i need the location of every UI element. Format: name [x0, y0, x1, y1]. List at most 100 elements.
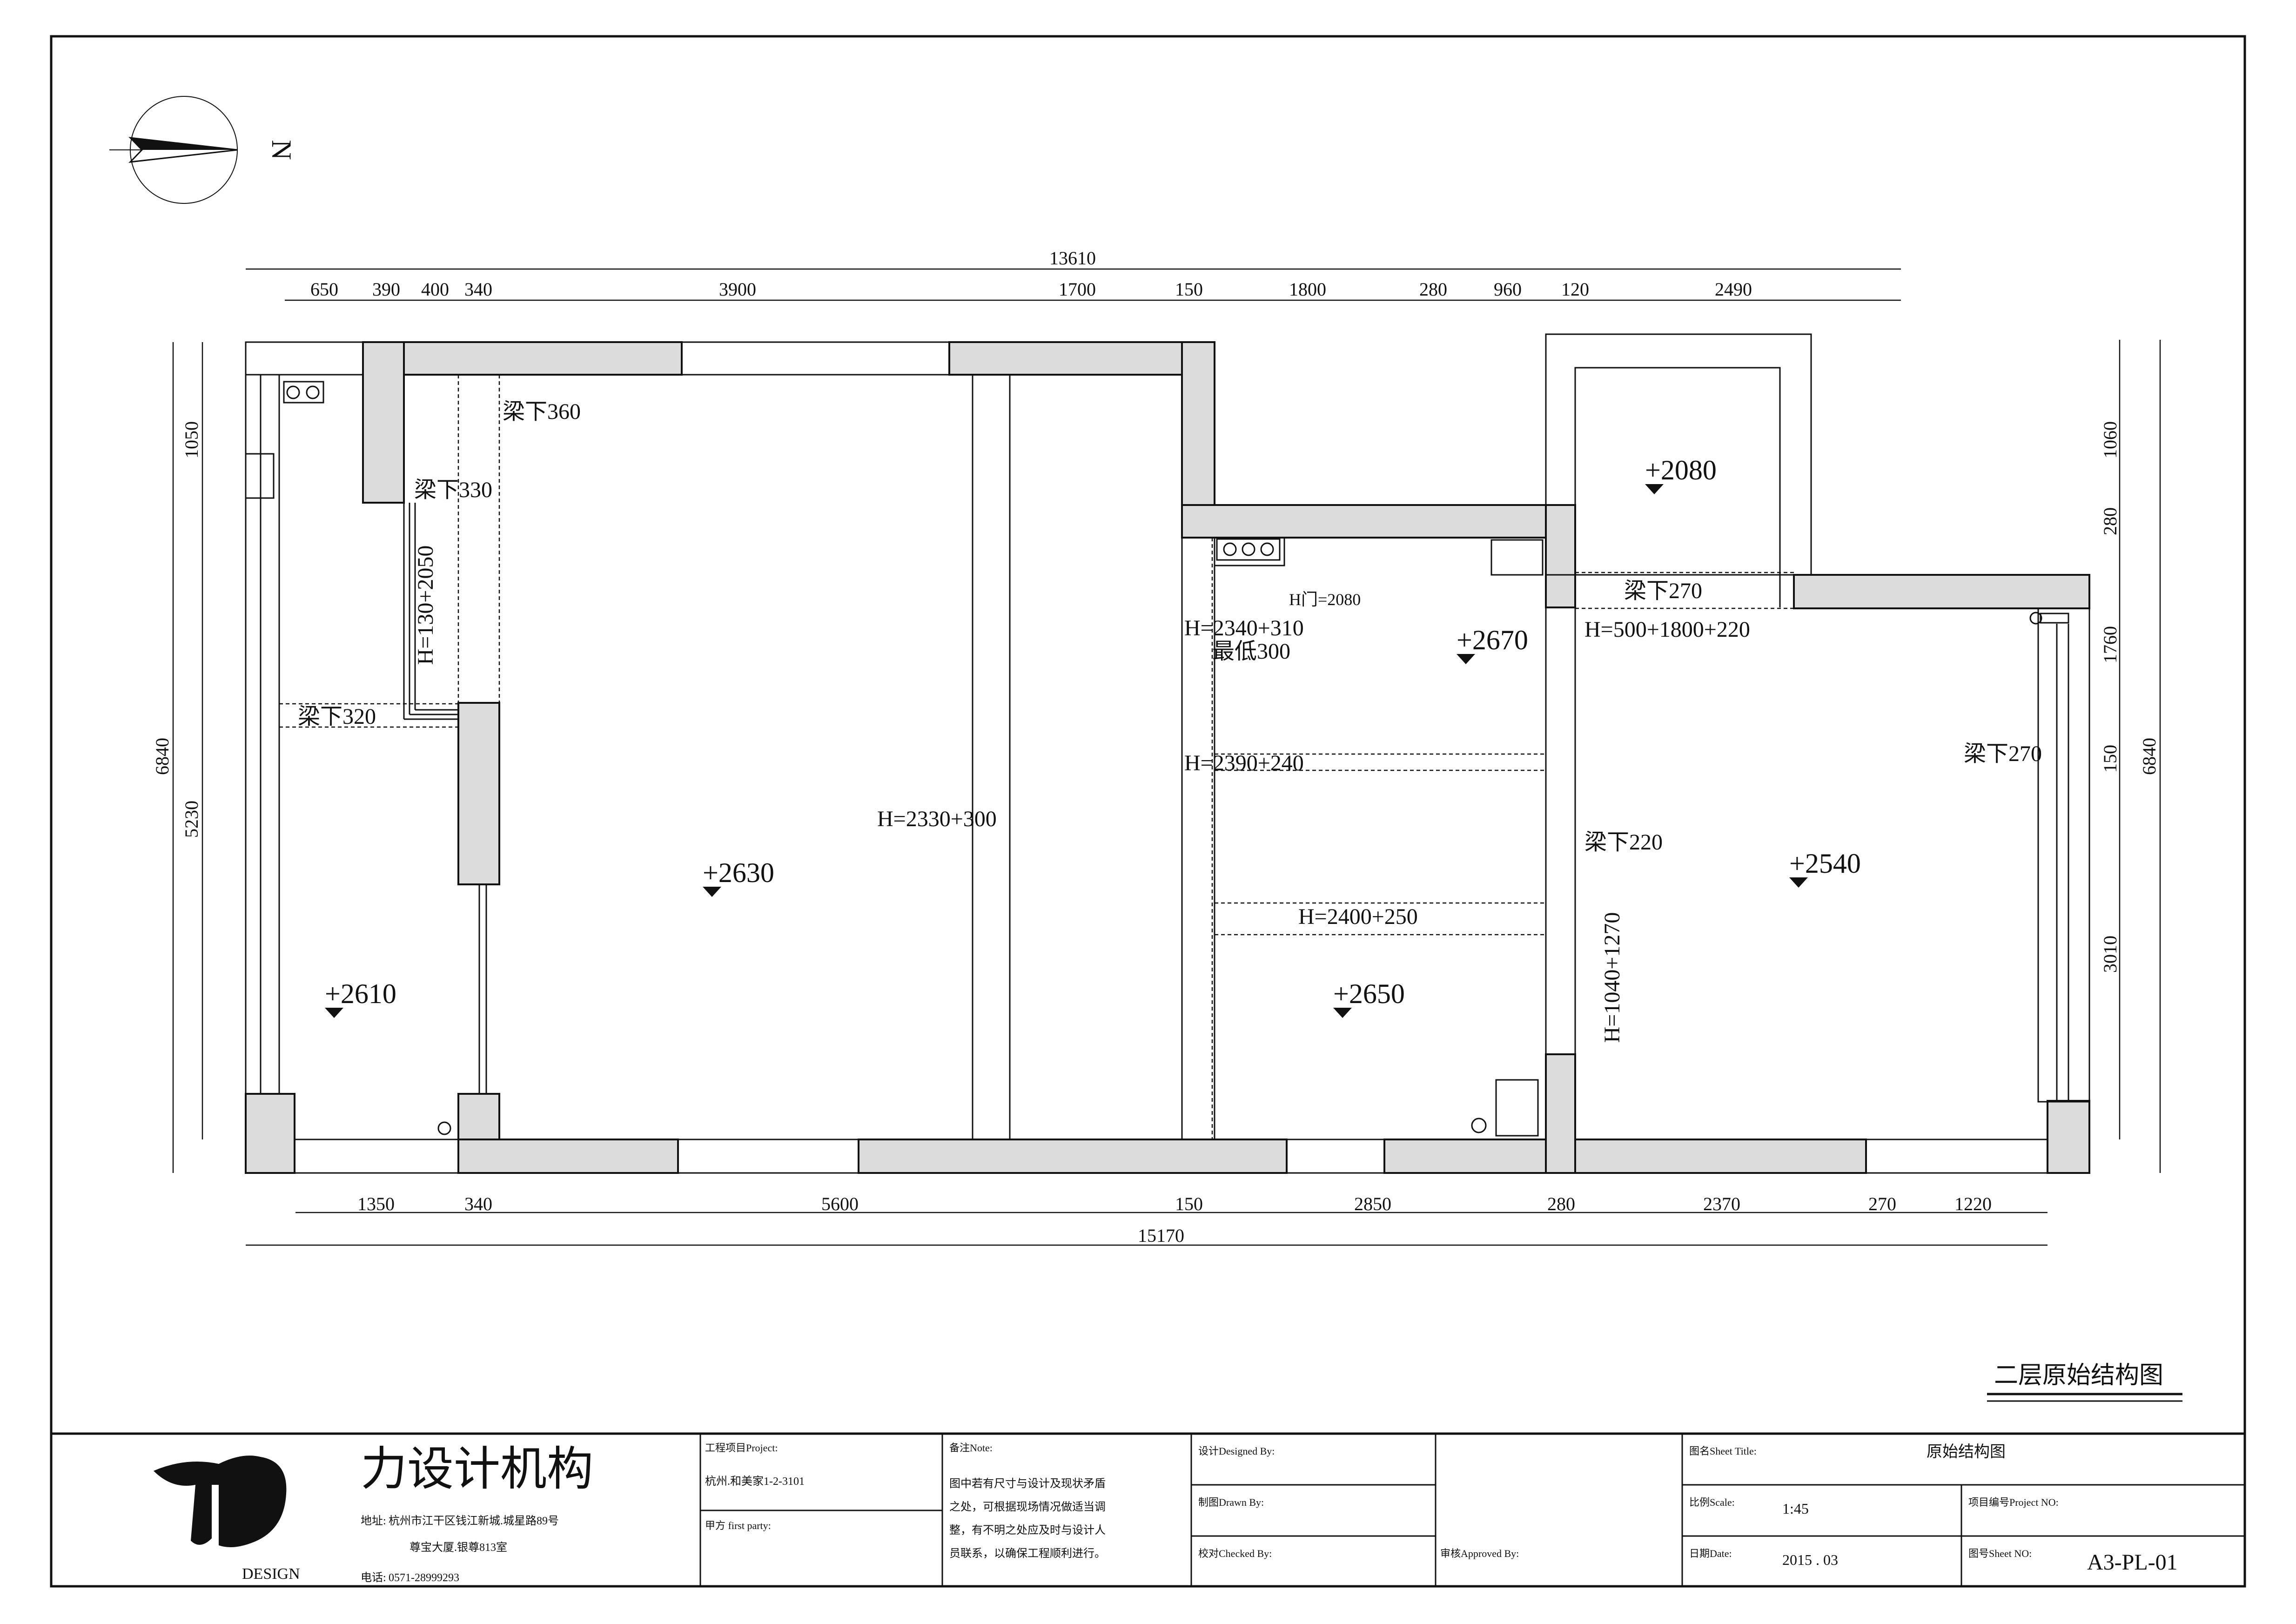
top-dimensions: 13610 650 390 400 340 3900 1700 150 1800…	[246, 248, 1901, 301]
north-label: N	[266, 140, 297, 160]
dim-bottom-seg: 270	[1868, 1193, 1896, 1214]
level-label: +2080	[1645, 455, 1717, 485]
dim-bottom-total: 15170	[1138, 1225, 1184, 1246]
dim-right-seg: 280	[2100, 507, 2121, 535]
dim-top-seg: 2490	[1715, 279, 1752, 300]
drawn-by-label: 制图Drawn By:	[1198, 1496, 1264, 1508]
sheet-title-label: 图名Sheet Title:	[1689, 1445, 1757, 1457]
pipe-markers	[283, 381, 2042, 1135]
date-label: 日期Date:	[1689, 1548, 1732, 1559]
scale-label: 比例Scale:	[1689, 1496, 1735, 1508]
dim-right-seg: 150	[2100, 745, 2121, 773]
phone-number: 0571-28999293	[389, 1572, 459, 1584]
sheet-number-value: A3-PL-01	[2087, 1550, 2178, 1575]
dim-bottom-seg: 280	[1547, 1193, 1575, 1214]
address-line1: 杭州市江干区钱江新城.城星路89号	[389, 1515, 559, 1527]
beam-label: 梁下360	[503, 399, 581, 424]
height-label: H=130+2050	[413, 546, 438, 665]
dim-top-seg: 120	[1561, 279, 1589, 300]
height-label: 最低300	[1212, 639, 1290, 664]
dim-top-seg: 960	[1494, 279, 1522, 300]
height-label: H=1040+1270	[1600, 912, 1625, 1043]
height-label: H=2340+310	[1184, 616, 1304, 640]
dim-top-total: 13610	[1049, 248, 1096, 269]
dim-top-seg: 390	[372, 279, 400, 300]
beam-annotations: 梁下360 梁下330 梁下320 梁下270 梁下270 梁下220	[298, 399, 2042, 855]
designer-label: 设计Designed By:	[1198, 1445, 1275, 1457]
beam-label: 梁下220	[1584, 830, 1663, 855]
dim-bottom-seg: 340	[464, 1193, 492, 1214]
dim-top-seg: 650	[310, 279, 338, 300]
checked-by-label: 校对Checked By:	[1198, 1548, 1272, 1559]
dim-top-seg: 340	[464, 279, 492, 300]
dim-bottom-seg: 2850	[1354, 1193, 1391, 1214]
dim-right-seg: 1760	[2100, 626, 2121, 663]
date-value: 2015 . 03	[1782, 1551, 1838, 1568]
dim-left-seg: 5230	[181, 801, 202, 838]
height-label: H=500+1800+220	[1584, 617, 1750, 642]
dim-right-seg: 1060	[2100, 421, 2121, 458]
dim-bottom-seg: 2370	[1703, 1193, 1740, 1214]
dim-right-seg: 3010	[2100, 936, 2121, 973]
room-outlines	[245, 333, 2090, 1174]
dim-left-seg: 1050	[181, 421, 202, 458]
height-label: H=2330+300	[877, 807, 997, 831]
address-line2: 尊宝大厦.银尊813室	[410, 1541, 507, 1554]
walls	[245, 341, 2090, 1174]
company-name: 力设计机构	[361, 1443, 593, 1495]
dim-top-seg: 3900	[719, 279, 756, 300]
sheet-title-value: 原始结构图	[1927, 1443, 2006, 1461]
sheet-caption: 二层原始结构图	[1987, 1362, 2182, 1402]
note-line: 之处，可根据现场情况做适当调	[949, 1501, 1106, 1513]
bottom-dimensions: 1350 340 5600 150 2850 280 2370 270 1220…	[246, 1193, 2048, 1246]
dim-left-total: 6840	[152, 738, 173, 775]
note-label: 备注Note:	[949, 1442, 993, 1454]
level-label: +2630	[703, 857, 774, 888]
dim-top-seg: 1800	[1289, 279, 1326, 300]
level-label: +2540	[1789, 848, 1861, 879]
dim-bottom-seg: 5600	[821, 1193, 859, 1214]
beam-label: 梁下330	[414, 478, 492, 502]
scale-value: 1:45	[1782, 1500, 1809, 1517]
left-dimensions: 1050 5230 6840	[152, 342, 203, 1173]
north-arrow: N	[109, 96, 297, 204]
height-label: H=2400+250	[1298, 904, 1418, 929]
dim-right-total: 6840	[2139, 738, 2160, 775]
sheet-caption-text: 二层原始结构图	[1994, 1362, 2163, 1389]
sheet-number-label: 图号Sheet NO:	[1968, 1548, 2032, 1559]
height-label: H门=2080	[1289, 590, 1361, 609]
company-logo: DESIGN	[154, 1456, 300, 1583]
dim-top-seg: 1700	[1059, 279, 1096, 300]
right-dimensions: 1060 280 1760 150 3010 6840	[2100, 340, 2161, 1173]
phone-label: 电话:	[361, 1571, 386, 1584]
level-label: +2610	[325, 978, 396, 1009]
height-annotations: H=130+2050 H=2330+300 H门=2080 H=2340+310…	[413, 546, 1750, 1043]
logo-text: DESIGN	[242, 1565, 300, 1583]
party-label: 甲方 first party:	[705, 1520, 771, 1531]
address-label: 地址:	[361, 1515, 386, 1527]
beam-lines	[279, 375, 1794, 1139]
level-label: +2650	[1333, 978, 1405, 1009]
note-line: 图中若有尺寸与设计及现状矛盾	[949, 1477, 1106, 1490]
level-label: +2670	[1457, 625, 1528, 655]
project-label: 工程项目Project:	[705, 1442, 778, 1454]
dim-top-seg: 400	[421, 279, 449, 300]
title-block: DESIGN 力设计机构 地址: 杭州市江干区钱江新城.城星路89号 尊宝大厦.…	[51, 1432, 2245, 1586]
note-line: 整，有不明之处应及时与设计人	[949, 1524, 1106, 1536]
approved-by-label: 审核Approved By:	[1440, 1548, 1519, 1559]
dim-top-seg: 280	[1419, 279, 1447, 300]
level-markers: +2080 +2670 +2630 +2610 +2650 +2540	[325, 455, 1861, 1018]
note-line: 员联系，以确保工程顺利进行。	[949, 1547, 1106, 1560]
dim-top-seg: 150	[1175, 279, 1203, 300]
dim-bottom-seg: 150	[1175, 1193, 1203, 1214]
height-label: H=2390+240	[1184, 751, 1304, 775]
project-number-label: 项目编号Project NO:	[1968, 1496, 2059, 1508]
beam-label: 梁下320	[298, 704, 376, 729]
beam-label: 梁下270	[1624, 579, 1702, 603]
project-value: 杭州.和美家1-2-3101	[705, 1475, 805, 1488]
beam-label: 梁下270	[1964, 741, 2042, 766]
dim-bottom-seg: 1220	[1954, 1193, 1992, 1214]
sheet-border	[50, 35, 2246, 1588]
dim-bottom-seg: 1350	[357, 1193, 395, 1214]
